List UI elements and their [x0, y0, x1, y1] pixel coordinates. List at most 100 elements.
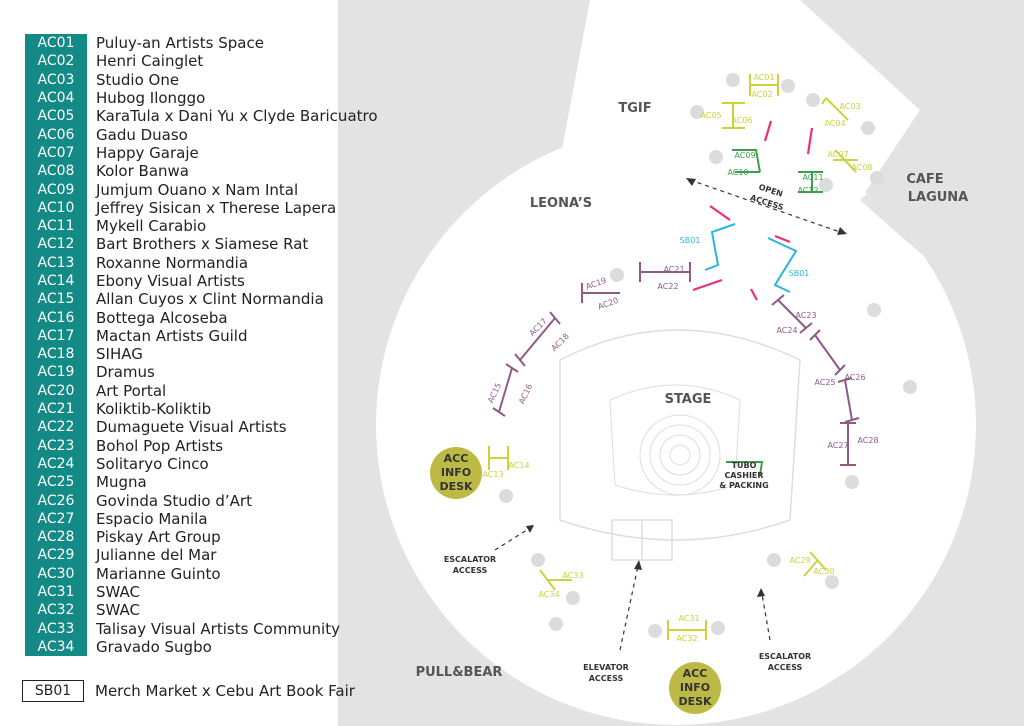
legend-row: AC08 Kolor Banwa — [25, 162, 445, 181]
booth-label-ac25: AC25 — [814, 378, 835, 387]
legend-code: AC28 — [25, 528, 87, 547]
legend-code: AC08 — [25, 162, 87, 181]
legend-name: Studio One — [96, 70, 180, 89]
legend-code: AC07 — [25, 143, 87, 163]
svg-text:ELEVATOR: ELEVATOR — [583, 663, 629, 672]
booths-sb01 — [704, 223, 798, 293]
legend-code: AC22 — [25, 418, 87, 437]
legend-name: Bohol Pop Artists — [96, 436, 224, 455]
legend-name: SWAC — [96, 583, 141, 602]
legend-code: AC30 — [25, 564, 87, 583]
legend-code: AC34 — [25, 637, 87, 657]
booth-label-ac29: AC29 — [789, 556, 810, 565]
stage-label: STAGE — [665, 392, 712, 407]
legend-name: Govinda Studio d’Art — [96, 491, 252, 510]
legend-code: AC17 — [25, 326, 87, 346]
legend-name: Roxanne Normandia — [96, 253, 249, 272]
legend-code: AC31 — [25, 582, 87, 602]
tubo-cashier: TUBO CASHIER & PACKING — [719, 461, 769, 490]
store-cafe-laguna-line2: LAGUNA — [908, 190, 969, 205]
legend-name: Dramus — [96, 363, 155, 382]
legend-code: AC27 — [25, 509, 87, 529]
legend-name: KaraTula x Dani Yu x Clyde Baricuatro — [96, 107, 378, 126]
legend-row: AC23 Bohol Pop Artists — [25, 436, 445, 455]
svg-text:ACC: ACC — [683, 667, 708, 680]
legend-code: AC04 — [25, 88, 87, 108]
legend-code: AC06 — [25, 125, 87, 144]
legend-code: AC01 — [25, 34, 87, 53]
booth-label-ac01: AC01 — [753, 73, 774, 82]
legend-row: AC03 Studio One — [25, 70, 445, 89]
svg-text:ACCESS: ACCESS — [453, 566, 488, 575]
svg-text:ESCALATOR: ESCALATOR — [759, 652, 811, 661]
booth-label-ac21: AC21 — [663, 265, 684, 274]
legend-name: Kolor Banwa — [96, 162, 189, 181]
booth-label-ac05: AC05 — [700, 111, 721, 120]
elevator-access: ELEVATOR ACCESS — [583, 560, 642, 683]
pillars — [499, 73, 917, 638]
booth-label-sb01-east: SB01 — [789, 269, 810, 278]
booth-label-ac08: AC08 — [851, 163, 872, 172]
legend-code: AC21 — [25, 399, 87, 419]
legend-row: AC19 Dramus — [25, 363, 445, 382]
booth-label-ac28: AC28 — [857, 436, 878, 445]
legend-code: AC03 — [25, 70, 87, 89]
legend-special-name: Merch Market x Cebu Art Book Fair — [95, 682, 355, 700]
legend-name: SWAC — [96, 601, 141, 620]
booths-pink — [692, 120, 814, 301]
legend-name: Allan Cuyos x Clint Normandia — [96, 290, 324, 309]
legend-name: Gadu Duaso — [96, 125, 188, 144]
info-desk-west: ACC INFO DESK — [430, 447, 482, 499]
legend-code: AC25 — [25, 473, 87, 492]
booth-label-ac31: AC31 — [678, 614, 699, 623]
booth-label-ac06: AC06 — [731, 116, 752, 125]
legend-code: AC19 — [25, 363, 87, 382]
legend-name: Dumaguete Visual Artists — [96, 418, 287, 437]
legend-name: Henri Cainglet — [96, 52, 204, 71]
legend-code: AC33 — [25, 619, 87, 638]
svg-text:ACC: ACC — [444, 452, 469, 465]
legend-name: Mactan Artists Guild — [96, 326, 248, 345]
stage-rings-icon — [639, 414, 721, 496]
legend-name: Happy Garaje — [96, 143, 199, 162]
legend-row: AC07 Happy Garaje — [25, 143, 445, 163]
booth-label-ac24: AC24 — [776, 326, 797, 335]
legend-code: AC05 — [25, 107, 87, 126]
svg-text:DESK: DESK — [678, 695, 712, 708]
svg-text:INFO: INFO — [680, 681, 710, 694]
legend-name: Mykell Carabio — [96, 217, 207, 236]
southeast-block — [760, 560, 1024, 726]
legend-code: AC20 — [25, 381, 87, 400]
booth-labels: AC01 AC02 AC03 AC04 AC05 AC06 AC07 AC08 … — [482, 73, 878, 643]
svg-text:INFO: INFO — [441, 466, 471, 479]
legend-row: AC31 SWAC — [25, 582, 445, 602]
legend-code: AC23 — [25, 436, 87, 455]
legend-code: AC16 — [25, 308, 87, 327]
booth-label-ac07: AC07 — [827, 150, 848, 159]
booth-label-ac11: AC11 — [802, 173, 823, 182]
legend-name: Koliktib-Koliktib — [96, 400, 212, 419]
legend-special-code: SB01 — [22, 680, 84, 702]
legend-row: AC06 Gadu Duaso — [25, 125, 445, 144]
escalator-access-south: ESCALATOR ACCESS — [757, 588, 811, 672]
svg-text:DESK: DESK — [439, 480, 473, 493]
store-pull-bear: PULL&BEAR — [416, 665, 503, 680]
booth-label-sb01-west: SB01 — [680, 236, 701, 245]
store-leonas: LEONA’S — [530, 196, 592, 211]
legend-code: AC18 — [25, 345, 87, 364]
legend-code: AC09 — [25, 180, 87, 199]
legend-row: AC05 KaraTula x Dani Yu x Clyde Baricuatr… — [25, 107, 445, 126]
legend-code: AC32 — [25, 601, 87, 620]
legend-special-row: SB01 Merch Market x Cebu Art Book Fair — [22, 680, 355, 702]
